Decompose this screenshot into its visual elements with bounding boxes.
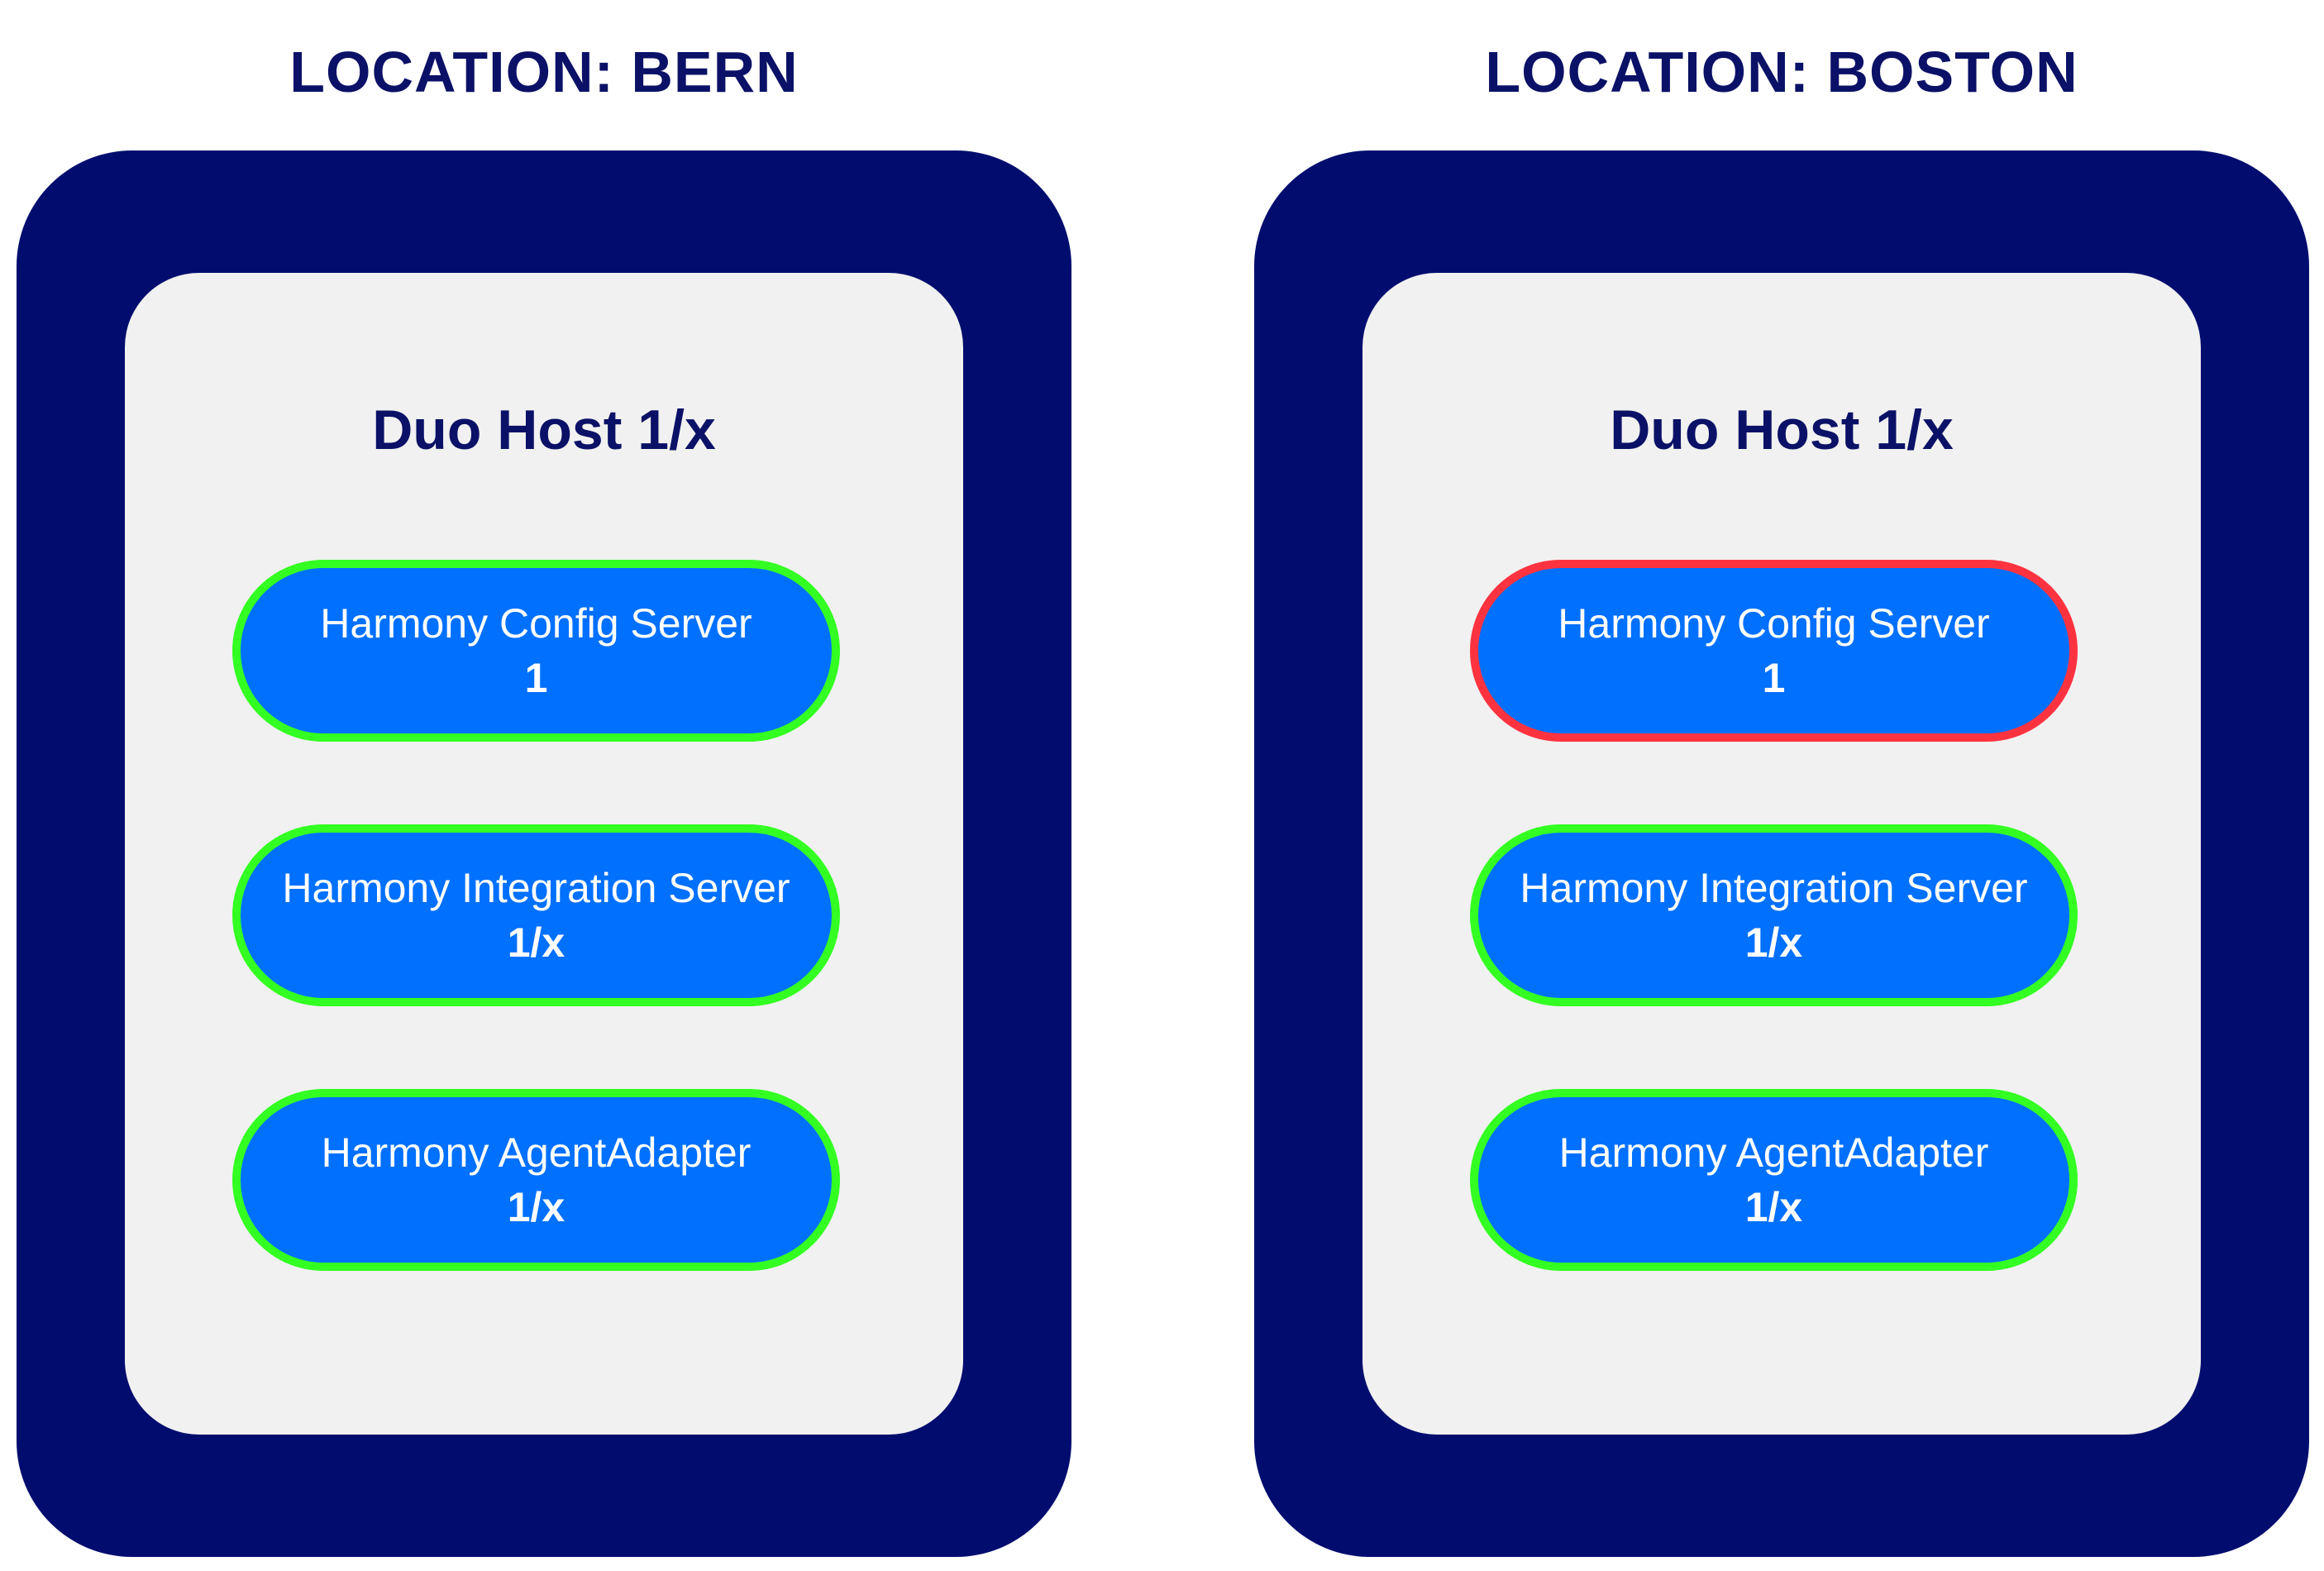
- service-agent-adapter: Harmony AgentAdapter 1/x: [232, 1089, 840, 1271]
- location-boston: LOCATION: BOSTON Duo Host 1/x Harmony Co…: [1254, 0, 2309, 1571]
- host-box: Duo Host 1/x Harmony Config Server 1 Har…: [125, 273, 963, 1435]
- location-box: Duo Host 1/x Harmony Config Server 1 Har…: [17, 150, 1071, 1557]
- service-name: Harmony Config Server: [1558, 600, 1990, 647]
- location-bern: LOCATION: BERN Duo Host 1/x Harmony Conf…: [17, 0, 1071, 1571]
- service-agent-adapter: Harmony AgentAdapter 1/x: [1470, 1089, 2078, 1271]
- service-name: Harmony Config Server: [320, 600, 752, 647]
- service-name: Harmony AgentAdapter: [321, 1129, 752, 1176]
- service-integration-server: Harmony Integration Server 1/x: [1470, 824, 2078, 1006]
- location-title: LOCATION: BERN: [289, 40, 799, 104]
- service-count: 1/x: [1744, 1184, 1803, 1230]
- host-title: Duo Host 1/x: [372, 399, 716, 461]
- host-box: Duo Host 1/x Harmony Config Server 1 Har…: [1362, 273, 2201, 1435]
- location-box: Duo Host 1/x Harmony Config Server 1 Har…: [1254, 150, 2309, 1557]
- service-count: 1: [1762, 655, 1786, 701]
- service-integration-server: Harmony Integration Server 1/x: [232, 824, 840, 1006]
- service-config-server: Harmony Config Server 1: [232, 560, 840, 742]
- host-title: Duo Host 1/x: [1610, 399, 1954, 461]
- service-name: Harmony AgentAdapter: [1558, 1129, 1989, 1176]
- service-count: 1/x: [507, 1184, 565, 1230]
- service-name: Harmony Integration Server: [282, 865, 790, 911]
- service-count: 1/x: [1744, 919, 1803, 966]
- service-count: 1: [524, 655, 548, 701]
- service-config-server: Harmony Config Server 1: [1470, 560, 2078, 742]
- location-title: LOCATION: BOSTON: [1485, 40, 2078, 104]
- service-name: Harmony Integration Server: [1520, 865, 2028, 911]
- service-count: 1/x: [507, 919, 565, 966]
